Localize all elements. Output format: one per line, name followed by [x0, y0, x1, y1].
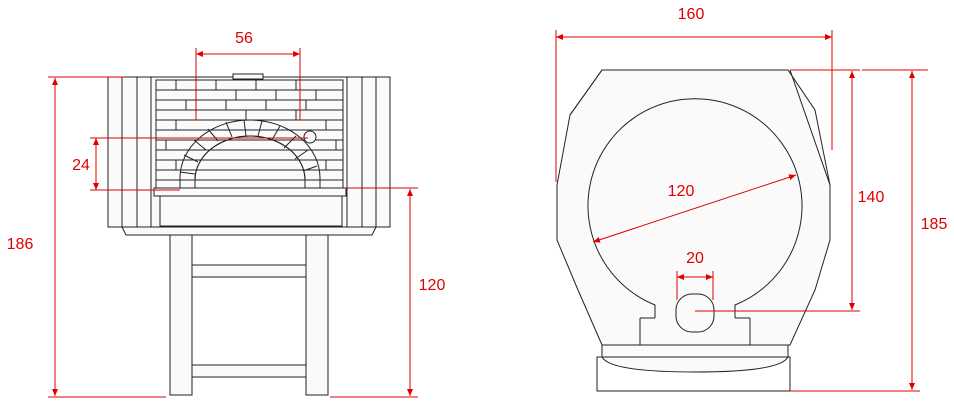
- side-view: 160 120 20 140 185: [555, 6, 948, 392]
- dim-label-flue-width: 20: [686, 250, 704, 267]
- dim-front-total-186: 186: [7, 76, 166, 398]
- flue-cap: [232, 73, 264, 80]
- dim-side-height-140: 140: [695, 69, 885, 312]
- dim-side-total-185: 185: [790, 69, 948, 392]
- dim-label-front-total-height: 186: [7, 236, 34, 253]
- oven-mouth: [194, 135, 306, 188]
- thermometer-knob: [303, 130, 317, 144]
- side-base-block: [596, 356, 791, 392]
- side-hearth: [601, 344, 789, 358]
- dim-side-width-160: 160: [555, 6, 833, 182]
- dim-label-side-total-height: 185: [921, 216, 948, 233]
- dim-front-stand-120: 120: [330, 187, 446, 398]
- front-view: 56 24 186 120: [7, 30, 446, 398]
- side-hearth-curve: [601, 356, 789, 373]
- dim-side-dome-120: 120: [592, 174, 797, 243]
- front-base-plate: [121, 226, 377, 236]
- dim-label-side-total-width: 160: [678, 6, 705, 23]
- dim-label-dome-diameter: 120: [668, 183, 695, 200]
- dim-side-flue-20: 20: [676, 250, 714, 300]
- dim-front-width-56: 56: [195, 30, 301, 120]
- dim-label-mouth-width: 56: [235, 30, 253, 47]
- dim-label-mouth-height: 24: [72, 157, 90, 174]
- side-flue-opening: [675, 293, 715, 333]
- dim-label-dome-height: 140: [858, 189, 885, 206]
- dim-front-height-24: 24: [72, 137, 308, 191]
- front-stand: [169, 234, 329, 396]
- front-ledge: [153, 187, 347, 197]
- front-side-panels: [121, 77, 377, 227]
- front-lower-box: [159, 195, 343, 227]
- dim-label-stand-height: 120: [419, 277, 446, 294]
